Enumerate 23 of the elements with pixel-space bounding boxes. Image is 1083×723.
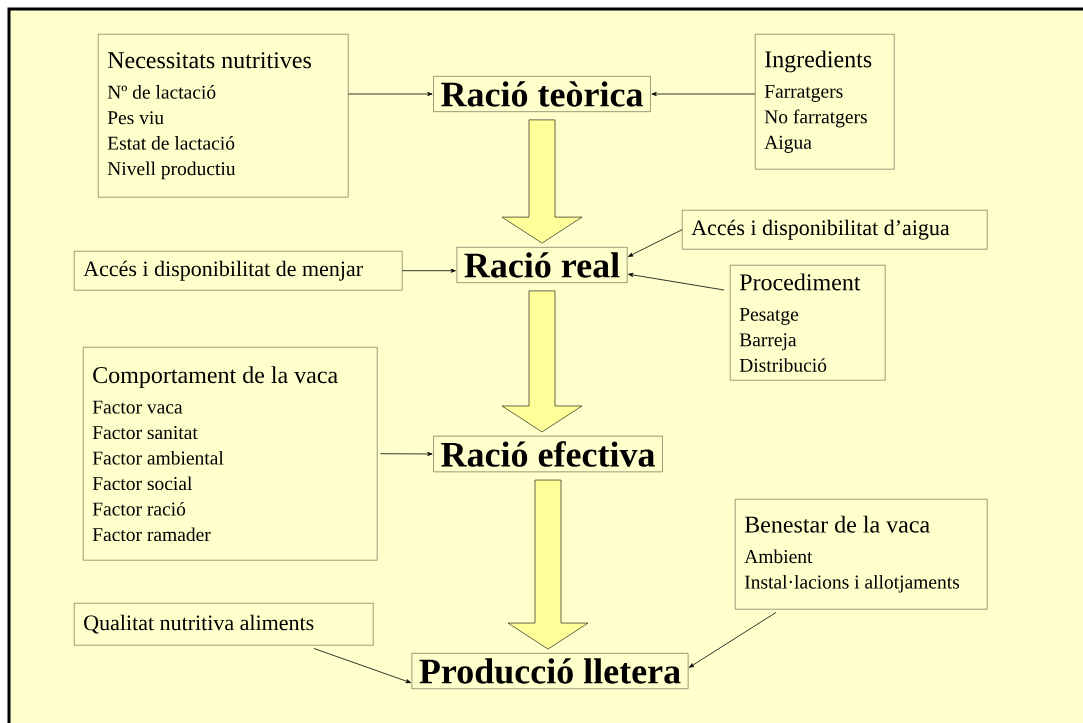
factor-box: Benestar de la vaca Ambient Instal·lacions i allotjaments — [735, 499, 988, 610]
factor-box: Comportament de la vaca Factor vaca Factor sanitat Factor ambiental Factor social Factor ració Factor ramader — [83, 347, 378, 561]
arrow — [402, 268, 456, 273]
arrow — [688, 612, 777, 668]
stage-box: Ració real — [456, 247, 628, 283]
input-box: Accés i disponibilitat de menjar — [74, 251, 403, 291]
arrow — [380, 451, 433, 456]
arrow — [348, 92, 433, 96]
factor-box: Necessitats nutritives Nº de lactació Pes viu Estat de lactació Nivell productiu — [98, 34, 349, 198]
factor-box: Ingredients Farratgers No farratgers Aigua — [755, 34, 895, 170]
arrow — [313, 648, 411, 684]
arrow — [628, 229, 683, 257]
stage-box: Producció lletera — [411, 653, 689, 689]
input-box: Qualitat nutritiva aliments — [74, 603, 374, 646]
stage-box: Ració efectiva — [433, 435, 663, 473]
stage-box: Ració teòrica — [433, 76, 651, 112]
block-arrow — [507, 479, 589, 650]
arrow — [628, 272, 725, 291]
block-arrow — [501, 119, 583, 244]
arrow — [651, 92, 756, 96]
block-arrow — [501, 290, 583, 433]
input-box: Accés i disponibilitat d’aigua — [682, 210, 988, 250]
factor-box: Procediment Pesatge Barreja Distribució — [730, 265, 886, 381]
